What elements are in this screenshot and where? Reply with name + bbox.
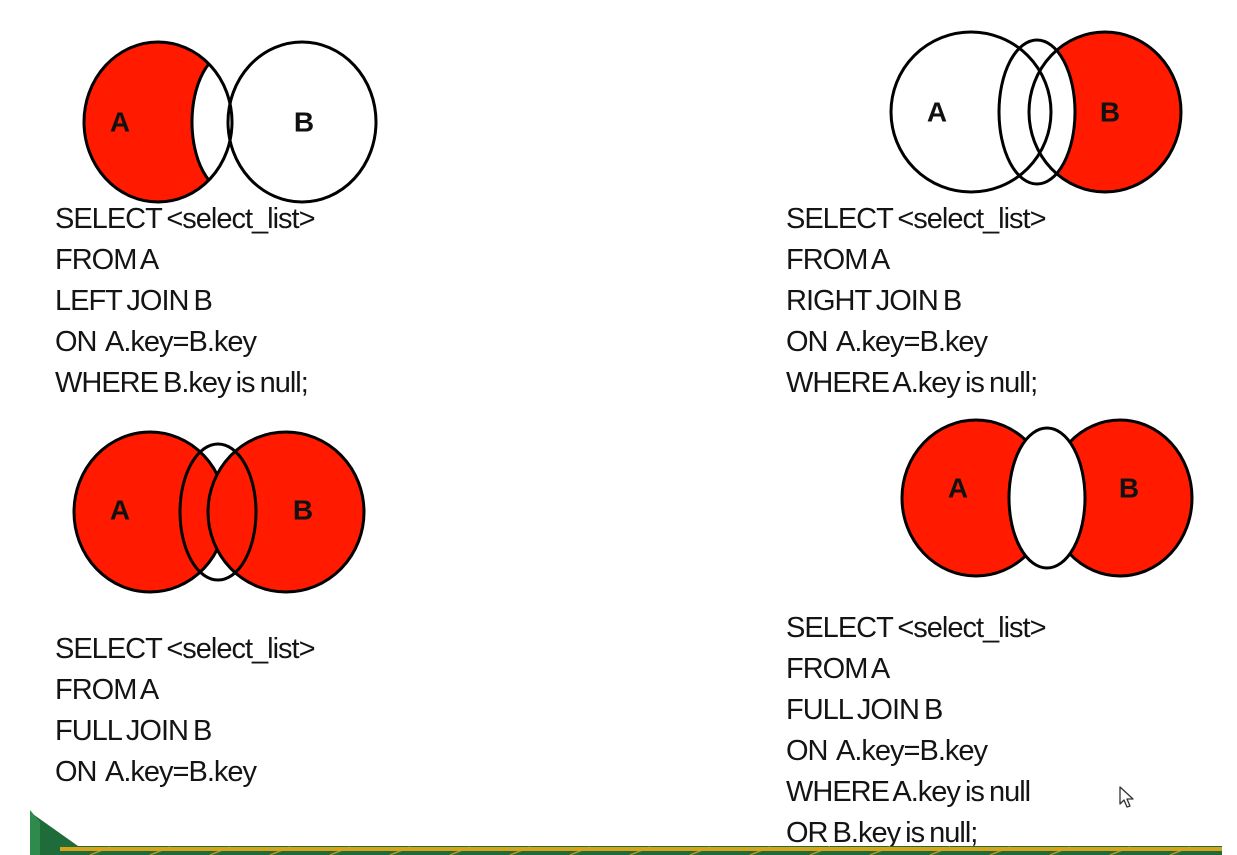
sql-full-join-exclude: SELECT <select_list> FROM A FULL JOIN B …	[786, 608, 1047, 854]
intersection	[192, 52, 232, 192]
circle-b	[206, 430, 366, 594]
sql-line: SELECT <select_list>	[55, 203, 316, 235]
circle-a	[84, 42, 232, 202]
circle-a	[72, 430, 228, 594]
sql-line: FULL JOIN B	[55, 715, 212, 747]
label-a: A	[927, 96, 947, 127]
sql-line: FROM A	[55, 244, 159, 276]
label-b: B	[293, 494, 313, 525]
intersection	[1029, 40, 1075, 184]
intersection	[1007, 426, 1087, 570]
sql-full-join: SELECT <select_list> FROM A FULL JOIN B …	[55, 629, 316, 793]
venn-left-join-exclude: A B	[82, 40, 378, 204]
sql-line: SELECT <select_list>	[55, 633, 316, 665]
sql-line: ON A.key=B.key	[786, 326, 988, 358]
sql-line: LEFT JOIN B	[55, 285, 213, 317]
venn-right-join-exclude: A B	[889, 30, 1183, 194]
sql-line: FROM A	[55, 674, 159, 706]
sql-line: ON A.key=B.key	[55, 756, 257, 788]
sql-line: ON A.key=B.key	[786, 735, 988, 767]
sql-line: WHERE A.key is null	[786, 776, 1031, 808]
circle-b	[226, 40, 378, 204]
venn-full-join-exclude: A B	[900, 418, 1194, 578]
sql-right-join-exclude: SELECT <select_list> FROM A RIGHT JOIN B…	[786, 199, 1047, 404]
circle-a	[889, 30, 1053, 194]
venn-full-join: A B	[72, 430, 366, 594]
label-a: A	[110, 106, 130, 137]
sql-line: OR B.key is null;	[786, 817, 978, 849]
label-b: B	[1100, 96, 1120, 127]
label-b: B	[1119, 472, 1139, 503]
label-a: A	[110, 494, 130, 525]
mouse-cursor-icon	[1119, 786, 1134, 808]
sql-left-join-exclude: SELECT <select_list> FROM A LEFT JOIN B …	[55, 199, 316, 404]
sql-line: WHERE A.key is null;	[786, 367, 1038, 399]
sql-line: WHERE B.key is null;	[55, 367, 309, 399]
sql-line: FROM A	[786, 244, 890, 276]
footer-band	[0, 800, 1237, 855]
label-b: B	[294, 106, 314, 137]
intersection	[178, 442, 258, 582]
sql-line: SELECT <select_list>	[786, 203, 1047, 235]
sql-line: ON A.key=B.key	[55, 326, 257, 358]
sql-line: FULL JOIN B	[786, 694, 943, 726]
sql-line: FROM A	[786, 653, 890, 685]
sql-line: RIGHT JOIN B	[786, 285, 962, 317]
label-a: A	[948, 472, 968, 503]
sql-line: SELECT <select_list>	[786, 612, 1047, 644]
